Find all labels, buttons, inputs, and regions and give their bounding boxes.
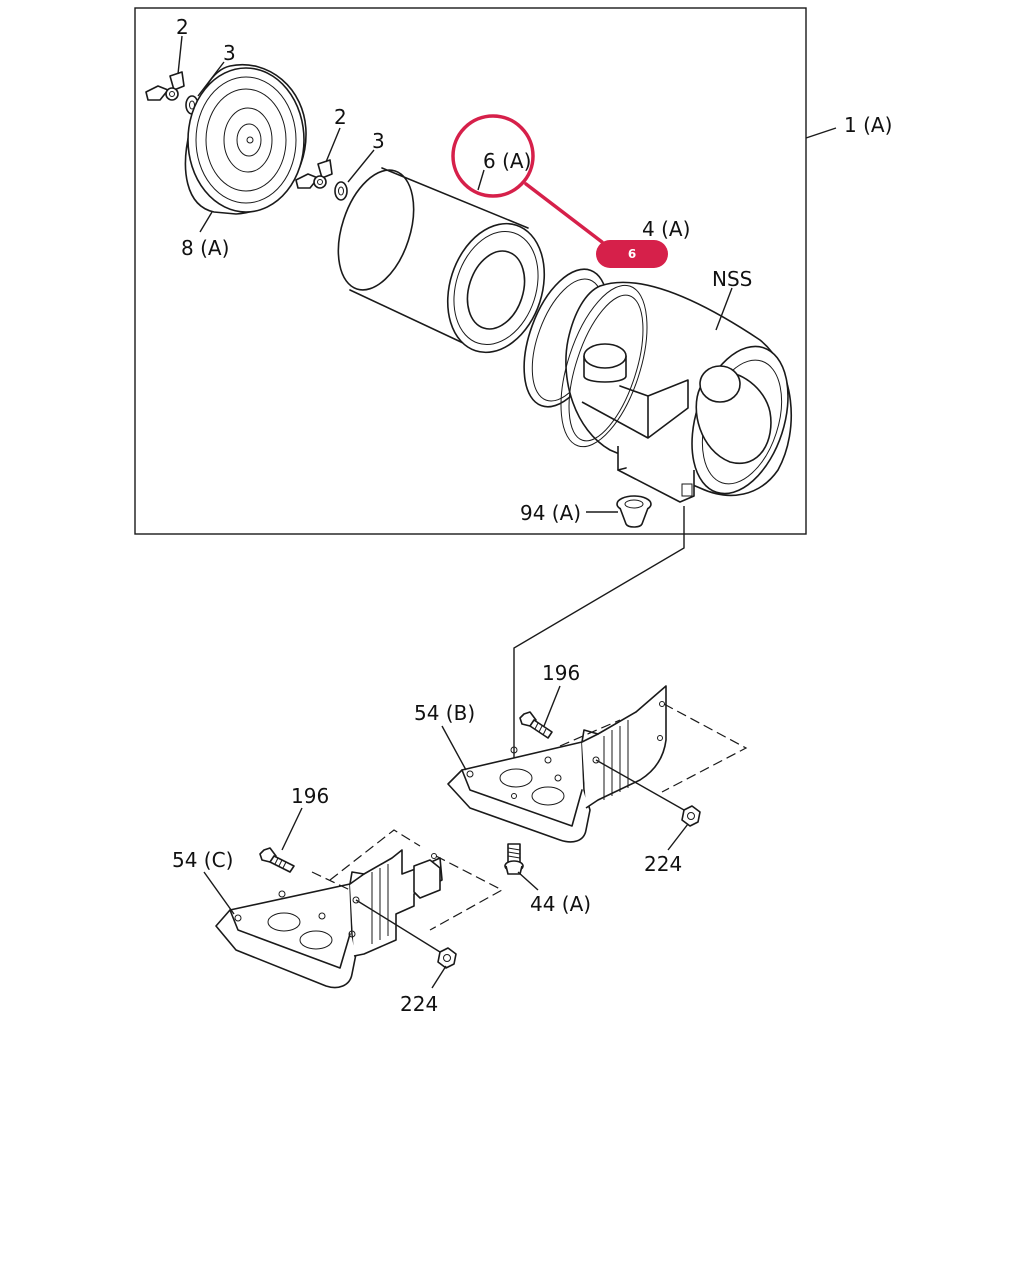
label-8a: 8 (A) xyxy=(181,236,229,260)
bolt-44a[interactable] xyxy=(504,843,524,875)
label-4a: 4 (A) xyxy=(642,217,690,241)
label-1a: 1 (A) xyxy=(844,113,892,137)
label-3-top: 3 xyxy=(223,41,236,65)
bolt-axis-upper xyxy=(595,759,685,811)
nut-224-lower[interactable] xyxy=(437,947,457,969)
bracket-54b-dash-top xyxy=(559,719,621,747)
label-196-upper: 196 xyxy=(542,661,580,685)
bolt-axis-lower xyxy=(355,899,441,953)
highlight-connector xyxy=(524,182,604,244)
assembly-frame xyxy=(134,7,807,535)
bracket-54b[interactable] xyxy=(447,685,667,843)
washer-middle[interactable] xyxy=(334,181,348,201)
label-196-lower: 196 xyxy=(291,784,329,808)
drain-valve[interactable] xyxy=(616,495,652,528)
highlight-badge-text: 6 xyxy=(628,247,636,261)
nut-224-upper[interactable] xyxy=(681,805,701,827)
assembly-connection-line xyxy=(513,506,685,796)
label-2-middle: 2 xyxy=(334,105,347,129)
end-cover[interactable] xyxy=(184,63,307,215)
label-224-upper: 224 xyxy=(644,852,682,876)
label-94a: 94 (A) xyxy=(520,501,581,525)
highlight-circle xyxy=(451,114,535,198)
bracket-54b-dash-outline xyxy=(661,703,748,793)
highlight-badge[interactable] xyxy=(596,240,668,268)
highlight-callout[interactable]: 6 xyxy=(451,114,668,268)
bracket-54c[interactable] xyxy=(215,849,443,989)
wing-nut-top[interactable] xyxy=(145,71,185,101)
bracket-54c-dash-outline xyxy=(429,855,504,931)
label-44a: 44 (A) xyxy=(530,892,591,916)
filter-element[interactable] xyxy=(325,161,561,365)
bracket-54c-dash-top xyxy=(329,829,421,881)
air-cleaner-housing[interactable] xyxy=(544,275,806,506)
leader-lines xyxy=(177,35,837,989)
label-nss: NSS xyxy=(712,267,752,291)
label-54b: 54 (B) xyxy=(414,701,475,725)
label-3-middle: 3 xyxy=(372,129,385,153)
label-224-lower: 224 xyxy=(400,992,438,1016)
bolt-196-lower[interactable] xyxy=(259,847,295,873)
bracket-54c-dash-bottom xyxy=(311,871,351,891)
wing-nut-middle[interactable] xyxy=(295,159,333,189)
label-6a: 6 (A) xyxy=(483,149,531,173)
bolt-196-upper[interactable] xyxy=(519,711,553,739)
label-54c: 54 (C) xyxy=(172,848,233,872)
label-2-top: 2 xyxy=(176,15,189,39)
